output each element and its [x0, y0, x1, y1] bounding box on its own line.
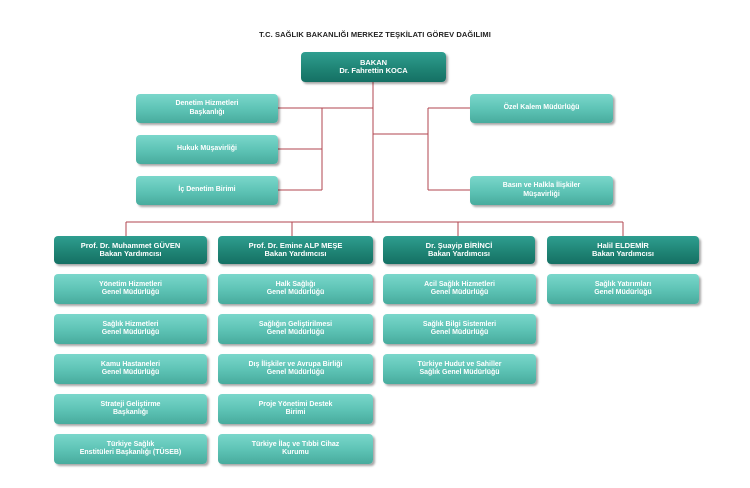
unit-yonetim-hizmetleri: Yönetim Hizmetleri Genel Müdürlüğü [54, 274, 207, 304]
unit-kamu-hastaneleri: Kamu Hastaneleri Genel Müdürlüğü [54, 354, 207, 384]
minister-name: Dr. Fahrettin KOCA [339, 66, 408, 75]
deputy-name: Prof. Dr. Emine ALP MEŞE [248, 240, 343, 250]
deputy-name: Prof. Dr. Muhammet GÜVEN [80, 240, 181, 250]
deputy-box-2: Prof. Dr. Emine ALP MEŞE Bakan Yardımcıs… [218, 236, 373, 264]
unit-ozel-kalem: Özel Kalem Müdürlüğü [470, 94, 613, 123]
unit-denetim-hizmetleri: Denetim Hizmetleri Başkanlığı [136, 94, 278, 123]
deputy-role: Bakan Yardımcısı [428, 249, 490, 258]
chart-title: T.C. SAĞLIK BAKANLIĞI MERKEZ TEŞKİLATI G… [259, 30, 491, 39]
unit-saglik-bilgi-sistemleri: Sağlık Bilgi Sistemleri Genel Müdürlüğü [383, 314, 536, 344]
unit-hukuk-musavirligi: Hukuk Müşavirliği [136, 135, 278, 164]
unit-ilac-tibbi-cihaz: Türkiye İlaç ve Tıbbi Cihaz Kurumu [218, 434, 373, 464]
unit-acil-saglik: Acil Sağlık Hizmetleri Genel Müdürlüğü [383, 274, 536, 304]
deputy-name: Halil ELDEMİR [597, 240, 649, 250]
unit-basin-halkla-iliskiler: Basın ve Halkla İlişkiler Müşavirliği [470, 176, 613, 205]
unit-ic-denetim: İç Denetim Birimi [136, 176, 278, 205]
minister-title: BAKAN [359, 57, 388, 67]
deputy-role: Bakan Yardımcısı [264, 249, 327, 258]
unit-sagligin-gelistirilmesi: Sağlığın Geliştirilmesi Genel Müdürlüğü [218, 314, 373, 344]
unit-halk-sagligi: Halk Sağlığı Genel Müdürlüğü [218, 274, 373, 304]
deputy-box-4: Halil ELDEMİR Bakan Yardımcısı [547, 236, 699, 264]
deputy-box-3: Dr. Şuayip BİRİNCİ Bakan Yardımcısı [383, 236, 535, 264]
unit-dis-iliskiler: Dış İlişkiler ve Avrupa Birliği Genel Mü… [218, 354, 373, 384]
unit-proje-yonetimi: Proje Yönetimi Destek Birimi [218, 394, 373, 424]
deputy-box-1: Prof. Dr. Muhammet GÜVEN Bakan Yardımcıs… [54, 236, 207, 264]
unit-hudut-sahiller: Türkiye Hudut ve Sahiller Sağlık Genel M… [383, 354, 536, 384]
minister-box: BAKAN Dr. Fahrettin KOCA [301, 52, 446, 82]
deputy-role: Bakan Yardımcısı [592, 249, 654, 258]
unit-tuseb: Türkiye Sağlık Enstitüleri Başkanlığı (T… [54, 434, 207, 464]
unit-strateji-gelistirme: Strateji Geliştirme Başkanlığı [54, 394, 207, 424]
unit-saglik-hizmetleri: Sağlık Hizmetleri Genel Müdürlüğü [54, 314, 207, 344]
deputy-name: Dr. Şuayip BİRİNCİ [425, 240, 493, 250]
deputy-role: Bakan Yardımcısı [99, 249, 162, 258]
unit-saglik-yatirimlari: Sağlık Yatırımları Genel Müdürlüğü [547, 274, 699, 304]
